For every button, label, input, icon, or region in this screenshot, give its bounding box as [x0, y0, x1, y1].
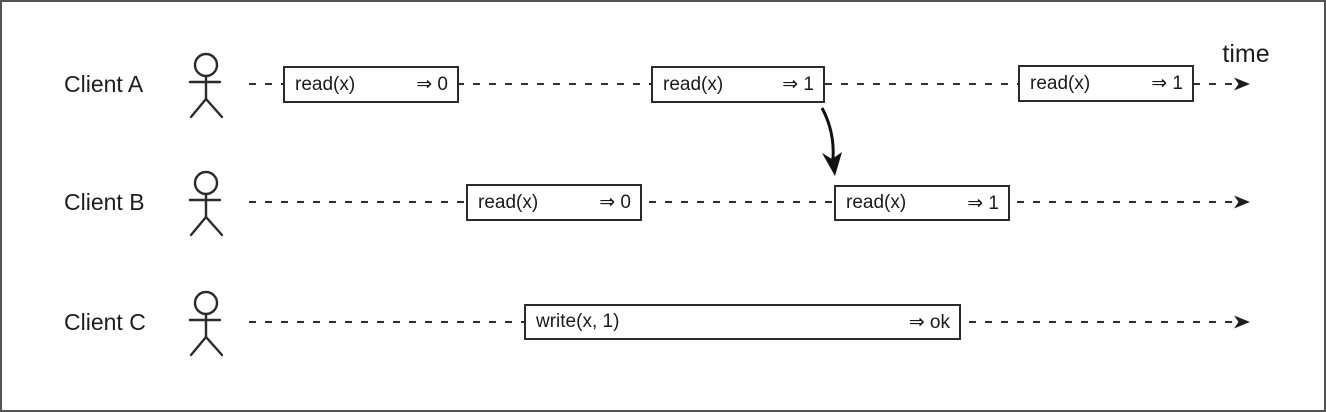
operation-box-client-c-write: write(x, 1) ⇒ ok — [524, 304, 961, 340]
operation-box-client-a-read-1: read(x) ⇒ 0 — [283, 66, 459, 103]
operation-result: ⇒ ok — [908, 311, 950, 333]
person-icon — [188, 290, 224, 357]
operation-result: ⇒ 1 — [1151, 73, 1183, 94]
operation-name: write(x, 1) — [536, 311, 620, 332]
client-a-label: Client A — [64, 71, 144, 97]
person-icon — [188, 52, 224, 119]
operation-box-client-b-read-2: read(x) ⇒ 1 — [834, 185, 1010, 221]
operation-box-client-a-read-2: read(x) ⇒ 1 — [651, 66, 825, 103]
down-arrow-icon — [820, 107, 842, 176]
arrowhead-icon — [1234, 77, 1250, 91]
operation-name: read(x) — [846, 192, 907, 213]
operation-name: read(x) — [295, 73, 356, 95]
operation-box-client-b-read-1: read(x) ⇒ 0 — [466, 184, 642, 221]
operation-result: ⇒ 0 — [416, 74, 448, 95]
operation-box-client-a-read-3: read(x) ⇒ 1 — [1018, 65, 1194, 102]
operation-result: ⇒ 1 — [782, 74, 814, 95]
operation-name: read(x) — [1030, 72, 1091, 94]
operation-name: read(x) — [663, 73, 724, 95]
client-c-label: Client C — [64, 309, 146, 335]
person-icon — [188, 170, 224, 237]
operation-result: ⇒ 0 — [599, 192, 631, 213]
time-label: time — [1222, 40, 1270, 68]
arrowhead-icon — [1234, 315, 1250, 329]
operation-name: read(x) — [478, 191, 539, 213]
operation-result: ⇒ 1 — [967, 192, 999, 214]
client-b-label: Client B — [64, 189, 145, 215]
arrowhead-icon — [1234, 195, 1250, 209]
